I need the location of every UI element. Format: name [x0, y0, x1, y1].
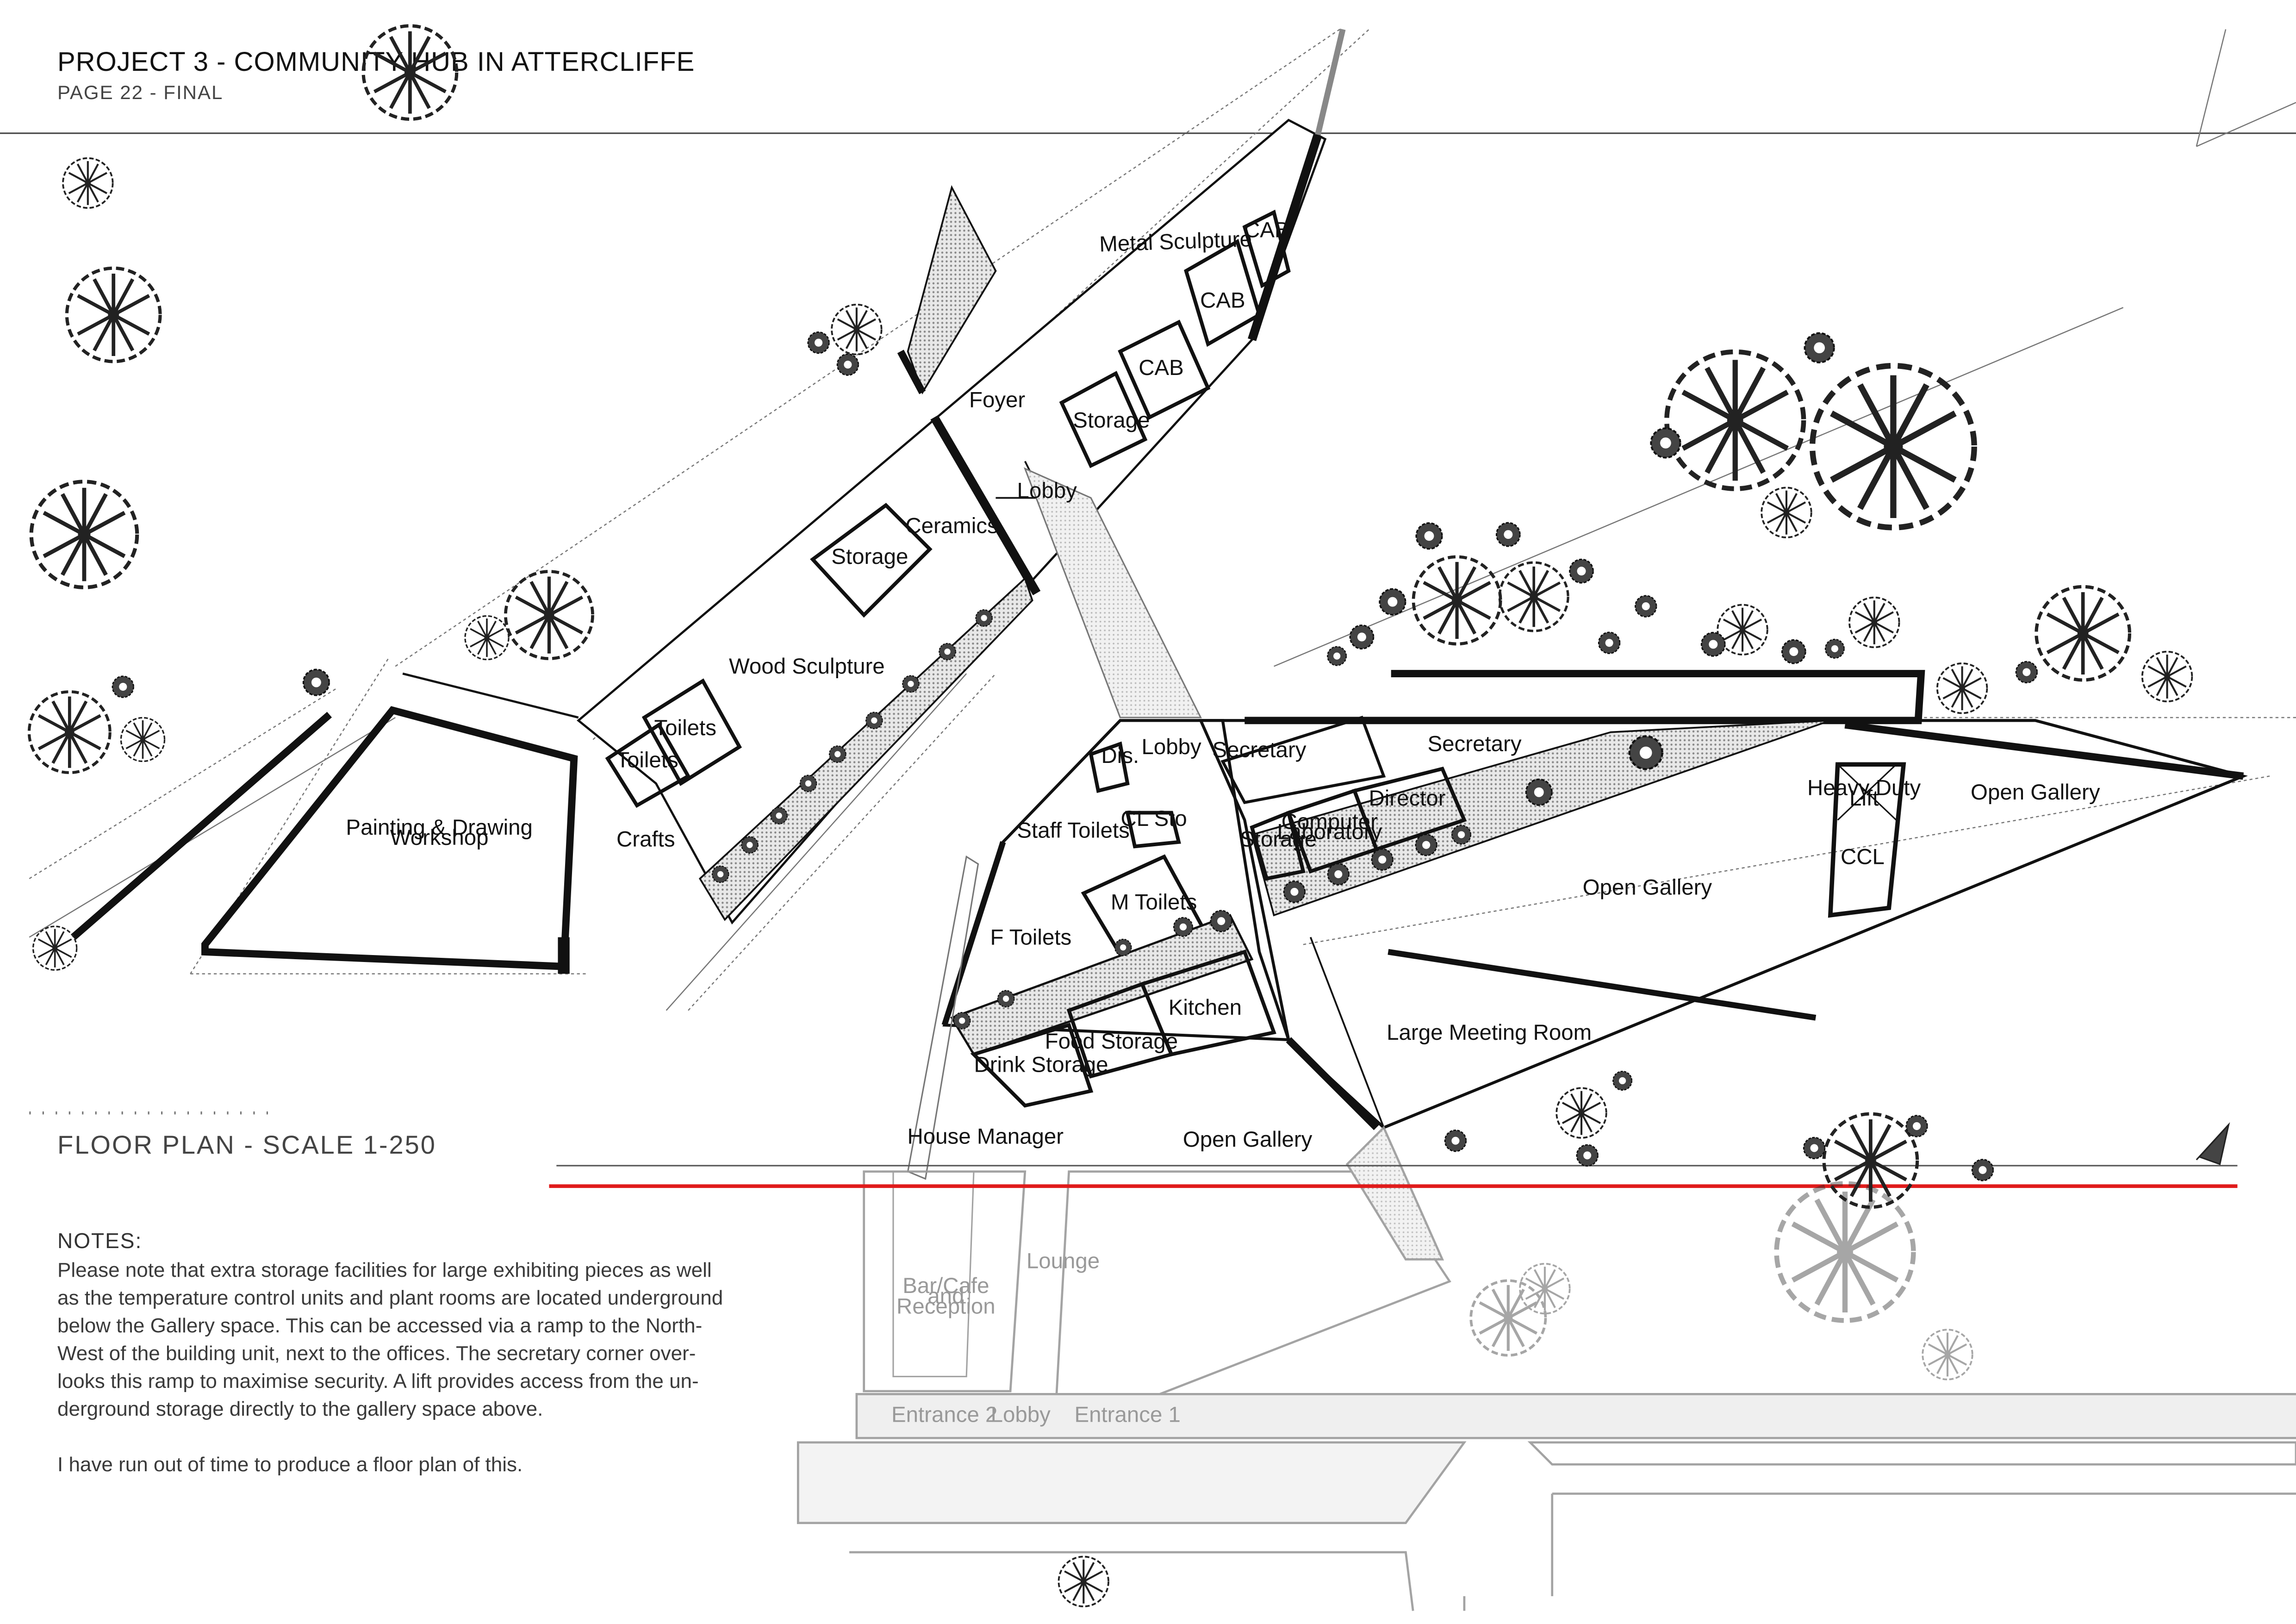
room-label-food-storage: Food Storage: [1045, 1029, 1178, 1054]
room-label-ceramics: Ceramics: [905, 513, 998, 538]
room-label-secretary: Secretary: [1428, 732, 1522, 756]
tree-icon: [1824, 1114, 1917, 1207]
room-label-crafts: Crafts: [616, 827, 675, 851]
notes-footer: I have run out of time to produce a floo…: [57, 1453, 523, 1476]
room-label-lift: Lift: [1849, 786, 1879, 811]
ghost-trees: [1471, 1184, 1972, 1380]
room-label-storage: Storage: [831, 544, 908, 569]
north-arrow-icon: [2196, 1122, 2230, 1165]
notes-heading: NOTES:: [57, 1229, 143, 1253]
tree-icon: [505, 571, 592, 658]
floor-plan-title: FLOOR PLAN - SCALE 1-250: [57, 1130, 436, 1159]
tree-icon: [832, 305, 882, 355]
room-labels: Metal Sculpture CAB CAB CAB Foyer Storag…: [346, 218, 2100, 1427]
notes-line: West of the building unit, next to the o…: [57, 1342, 696, 1365]
room-label-drink-storage: Drink Storage: [974, 1052, 1108, 1077]
notes-line: Please note that extra storage facilitie…: [57, 1259, 712, 1281]
tree-icon: [1556, 1088, 1606, 1138]
room-label-reception: Reception: [896, 1294, 996, 1318]
room-label-m-toilets: M Toilets: [1111, 890, 1197, 914]
tree-icon: [67, 268, 160, 362]
central-core: [907, 467, 1291, 1180]
notes-line: as the temperature control units and pla…: [57, 1287, 723, 1309]
room-label-open-gallery: Open Gallery: [1971, 780, 2100, 805]
tree-icon: [29, 692, 110, 773]
room-label-workshop: Workshop: [390, 825, 489, 850]
tree-icon: [1849, 598, 1899, 648]
tree-icon: [1937, 663, 1987, 713]
room-label-wood-sculpture: Wood Sculpture: [729, 654, 885, 679]
room-label-and: and: [927, 1284, 964, 1308]
room-label-lounge: Lounge: [1027, 1249, 1100, 1273]
workshop-block: [71, 672, 579, 974]
room-label-heavy-duty: Heavy Duty: [1807, 776, 1921, 800]
tree-icon: [1500, 562, 1568, 631]
tree-icon: [31, 481, 137, 587]
notes-line: below the Gallery space. This can be acc…: [57, 1314, 703, 1337]
room-label-f-toilets: F Toilets: [990, 925, 1071, 949]
tree-icon: [2142, 652, 2192, 702]
tree-icon: [63, 158, 113, 208]
room-label-storage: Storage: [1073, 408, 1150, 433]
tree-icon: [32, 925, 78, 971]
notes-line: looks this ramp to maximise security. A …: [57, 1370, 699, 1393]
site-context-lines: [29, 29, 2296, 1115]
east-wing: [1198, 670, 2248, 1131]
room-label-staff-toilets: Staff Toilets: [1017, 818, 1130, 843]
room-label-entrance-1: Entrance 1: [1074, 1402, 1180, 1427]
tree-icon: [1413, 557, 1500, 644]
room-label-lobby: Lobby: [1017, 478, 1077, 503]
room-label-computer: Computer: [1282, 809, 1378, 834]
tree-icon: [2036, 587, 2130, 680]
tree-icon: [464, 615, 510, 661]
room-label-bar-cafe: Bar/Cafe: [902, 1274, 989, 1298]
tree-icon: [363, 26, 457, 119]
room-label-ccl: CCL: [1841, 844, 1885, 869]
tree-icon: [1059, 1556, 1109, 1606]
room-label-painting: Painting & Drawing: [346, 815, 532, 840]
north-wing: [577, 28, 1346, 924]
tree-icon: [1761, 487, 1811, 537]
room-label-toilets: Toilets: [654, 716, 716, 740]
room-label-house-manager: House Manager: [908, 1124, 1064, 1149]
notes-line: derground storage directly to the galler…: [57, 1398, 543, 1420]
room-label-cab: CAB: [1244, 218, 1289, 242]
room-label-foyer: Foyer: [969, 387, 1025, 412]
room-label-dis: Dis.: [1101, 743, 1139, 768]
room-label-metal-sculpture: Metal Sculpture: [1099, 227, 1252, 256]
page-title: PROJECT 3 - COMMUNITY HUB IN ATTERCLIFFE: [57, 47, 695, 77]
room-label-toilets: Toilets: [616, 748, 678, 773]
room-label-cab: CAB: [1200, 288, 1245, 312]
room-label-lobby: Lobby: [991, 1402, 1051, 1427]
page-subtitle: PAGE 22 - FINAL: [57, 81, 224, 103]
room-label-secretary: Secretary: [1212, 737, 1306, 762]
notes-block: NOTES: Please note that extra storage fa…: [57, 1227, 798, 1479]
room-label-kitchen: Kitchen: [1169, 995, 1242, 1020]
room-label-open-gallery: Open Gallery: [1583, 875, 1712, 900]
room-label-open-gallery: Open Gallery: [1183, 1127, 1313, 1152]
tree-icon: [121, 718, 164, 761]
lower-level-ghost: [796, 1125, 2296, 1611]
room-label-cab: CAB: [1139, 356, 1184, 380]
tree-icon: [1812, 366, 1974, 528]
room-label-lobby: Lobby: [1141, 735, 1201, 759]
tree-icon: [1667, 352, 1804, 489]
room-label-large-meeting-room: Large Meeting Room: [1387, 1020, 1592, 1045]
room-label-entrance-2: Entrance 2: [891, 1402, 997, 1427]
room-label-laboratory: Laboratory: [1277, 820, 1382, 844]
room-label-cl-sto: CL Sto: [1121, 806, 1187, 831]
room-label-director: Director: [1369, 786, 1445, 811]
room-label-storage: Storage: [1240, 827, 1317, 851]
